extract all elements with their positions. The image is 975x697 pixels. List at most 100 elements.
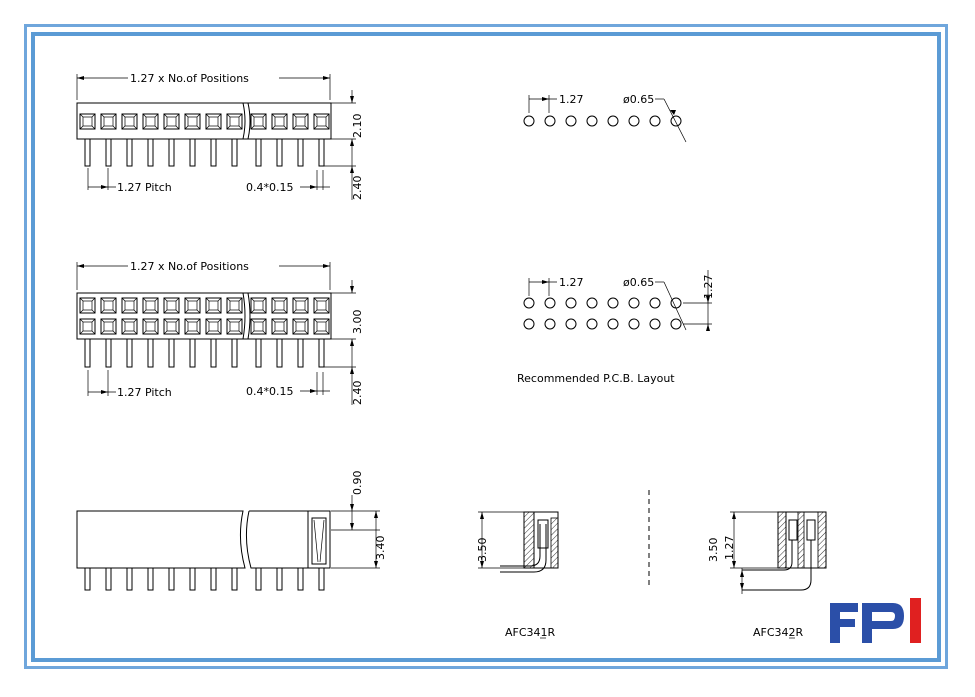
- side-height-label: 3.40: [374, 536, 387, 561]
- contact-cell: [250, 113, 267, 130]
- contact-cell: [205, 297, 222, 314]
- pin: [126, 339, 133, 368]
- pin-row: [84, 139, 325, 167]
- afc341r-section: 3.50 AFC341R: [476, 511, 559, 639]
- part-number-2: AFC342R: [753, 626, 804, 639]
- hole-diameter-label: ø0.65: [623, 93, 654, 106]
- pcb-hole: [586, 115, 598, 127]
- pcb-hole: [628, 297, 640, 309]
- contact-cell: [271, 297, 288, 314]
- contact-cell: [100, 113, 117, 130]
- contact-cells-row: [79, 113, 330, 130]
- pin: [210, 568, 217, 591]
- pin: [84, 568, 91, 591]
- pin: [126, 568, 133, 591]
- dual-row-top-view: 1.27 x No.of Positions 3.00 2.40 1.27 Pi…: [76, 260, 364, 406]
- pin: [255, 339, 262, 368]
- contact-cell: [271, 318, 288, 335]
- contact-cell: [205, 113, 222, 130]
- pcb-hole: [607, 297, 619, 309]
- pin: [126, 139, 133, 167]
- contact-cells-row-lower: [79, 318, 330, 335]
- contact-cells-row-upper: [79, 297, 330, 314]
- pcb-hole: [670, 297, 682, 309]
- contact-cell: [184, 113, 201, 130]
- contact-cell: [163, 113, 180, 130]
- pcb-holes-dual: [523, 297, 682, 330]
- contact-cell: [313, 297, 330, 314]
- pin: [105, 568, 112, 591]
- pcb-hole: [523, 115, 535, 127]
- contact-cell: [250, 318, 267, 335]
- pin: [255, 568, 262, 591]
- pin: [210, 139, 217, 167]
- pcb-hole: [544, 297, 556, 309]
- contact-cell: [184, 318, 201, 335]
- pin-length-label: 2.40: [351, 176, 364, 201]
- pin-length-label-dual: 2.40: [351, 381, 364, 406]
- pitch-label: 1.27 Pitch: [117, 181, 172, 194]
- pcb-hole: [523, 318, 535, 330]
- pcb-pitch-label: 1.27: [559, 93, 584, 106]
- pcb-hole: [586, 297, 598, 309]
- pcb-hole: [649, 297, 661, 309]
- pcb-hole: [649, 318, 661, 330]
- contact-cell: [142, 318, 159, 335]
- body-height-label-dual: 3.00: [351, 310, 364, 335]
- contact-cell: [121, 297, 138, 314]
- contact-cell: [250, 297, 267, 314]
- row-pitch-label: 1.27: [702, 275, 715, 300]
- pin: [297, 139, 304, 167]
- pcb-hole: [586, 318, 598, 330]
- pin-size-label-dual: 0.4*0.15: [246, 385, 294, 398]
- pcb-pitch-label-dual: 1.27: [559, 276, 584, 289]
- pin: [297, 339, 304, 368]
- positions-width-label: 1.27 x No.of Positions: [130, 72, 249, 85]
- pcb-hole: [628, 318, 640, 330]
- pin: [105, 339, 112, 368]
- pcb-holes-row: [523, 115, 682, 127]
- pcb-hole: [670, 318, 682, 330]
- pin: [189, 339, 196, 368]
- contact-cell: [184, 297, 201, 314]
- pin-size-label: 0.4*0.15: [246, 181, 294, 194]
- pin: [84, 139, 91, 167]
- pin-row-dual: [84, 339, 325, 368]
- ra-height-label-1: 3.50: [476, 538, 489, 563]
- ra-height-label-2: 3.50: [707, 538, 720, 563]
- pin: [231, 568, 238, 591]
- pin: [168, 568, 175, 591]
- pcb-hole: [523, 297, 535, 309]
- pcb-layout-single: 1.27 ø0.65: [523, 93, 687, 143]
- pcb-hole: [565, 318, 577, 330]
- pcb-layout-dual: 1.27 ø0.65 1.27 Recommended P.C.B. Layou…: [517, 270, 715, 385]
- side-top-label: 0.90: [351, 471, 364, 496]
- side-view: 0.90 3.40: [76, 471, 387, 591]
- part-number-1: AFC341R: [505, 626, 556, 639]
- contact-cell: [121, 318, 138, 335]
- inner-frame: [31, 32, 941, 662]
- contact-cell: [142, 113, 159, 130]
- pcb-hole: [607, 318, 619, 330]
- contact-cell: [79, 297, 96, 314]
- contact-cell: [79, 113, 96, 130]
- contact-cell: [292, 113, 309, 130]
- hole-diameter-label-dual: ø0.65: [623, 276, 654, 289]
- pcb-hole: [544, 115, 556, 127]
- contact-cell: [271, 113, 288, 130]
- pin: [105, 139, 112, 167]
- contact-cell: [163, 297, 180, 314]
- afc342r-section: 3.50 1.27 AFC342R: [707, 511, 827, 639]
- pin: [276, 568, 283, 591]
- positions-width-label-dual: 1.27 x No.of Positions: [130, 260, 249, 273]
- pin: [168, 139, 175, 167]
- contact-cell: [100, 297, 117, 314]
- pin: [147, 139, 154, 167]
- pcb-hole: [628, 115, 640, 127]
- pin: [318, 339, 325, 368]
- pin: [147, 568, 154, 591]
- side-pin-row: [84, 568, 325, 591]
- pin: [231, 339, 238, 368]
- contact-cell: [142, 297, 159, 314]
- pin: [189, 139, 196, 167]
